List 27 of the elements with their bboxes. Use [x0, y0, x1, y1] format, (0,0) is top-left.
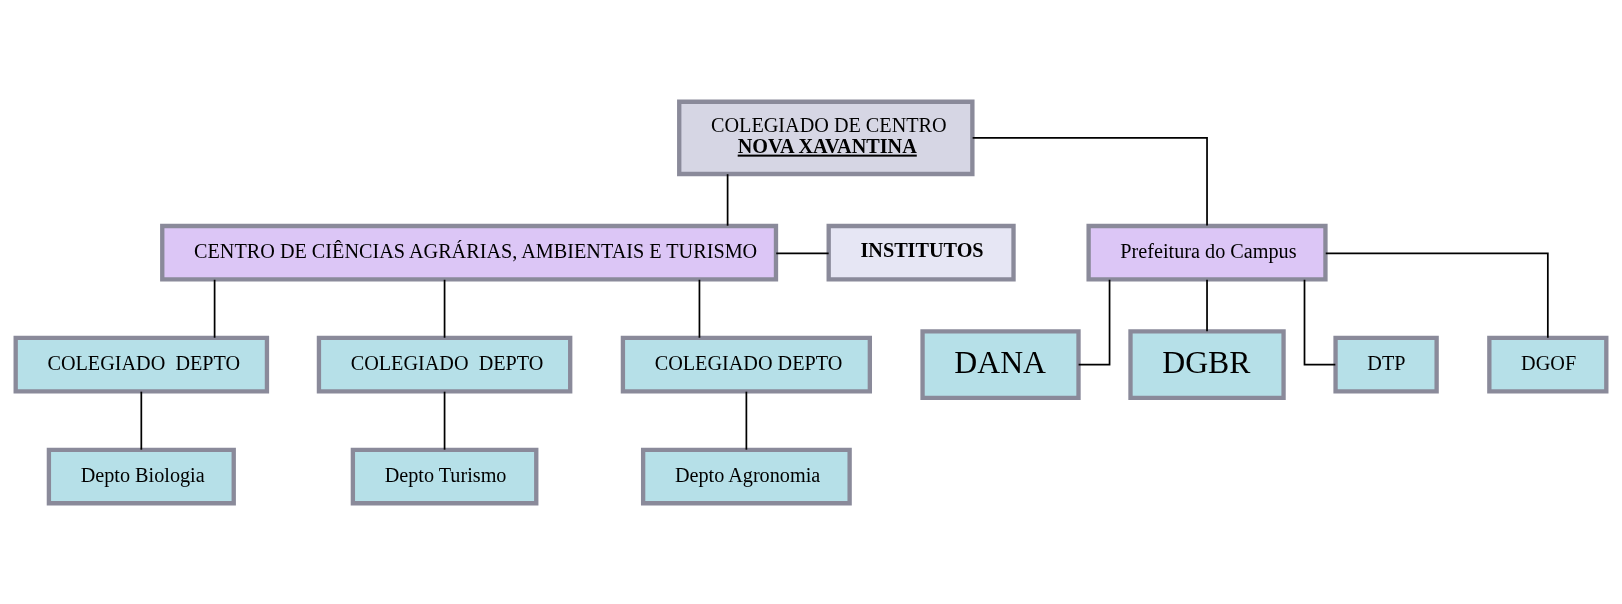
connector	[443, 390, 446, 451]
node-box: INSTITUTOS	[826, 223, 1016, 282]
node-box: DANA	[920, 328, 1081, 400]
connector	[1324, 252, 1549, 339]
connector	[213, 278, 216, 339]
connector	[971, 136, 1208, 226]
node-box: Depto Agronomia	[640, 447, 852, 505]
connector	[726, 172, 729, 227]
connector	[745, 390, 748, 451]
connector	[775, 252, 830, 254]
node-box: DGOF	[1487, 335, 1609, 393]
connector	[1303, 278, 1337, 365]
connector	[1206, 278, 1208, 332]
connector	[1077, 278, 1111, 365]
node-box: COLEGIADO DEPTO	[620, 335, 872, 393]
connector	[443, 278, 446, 339]
node-box: COLEGIADO DE CENTRO NOVA XAVANTINA	[677, 99, 975, 176]
connector	[140, 390, 143, 451]
node-box: CENTRO DE CIÊNCIAS AGRÁRIAS, AMBIENTAIS E TURISMO	[160, 223, 779, 282]
node-box: Depto Turismo	[350, 447, 539, 505]
node-box: Depto Biologia	[46, 447, 236, 505]
node-box: DGBR	[1128, 328, 1286, 400]
node-box: DTP	[1333, 335, 1439, 393]
connector	[698, 278, 701, 339]
node-box: COLEGIADO DEPTO	[316, 335, 573, 393]
node-box: Prefeitura do Campus	[1086, 223, 1328, 282]
node-box: COLEGIADO DEPTO	[13, 335, 270, 393]
